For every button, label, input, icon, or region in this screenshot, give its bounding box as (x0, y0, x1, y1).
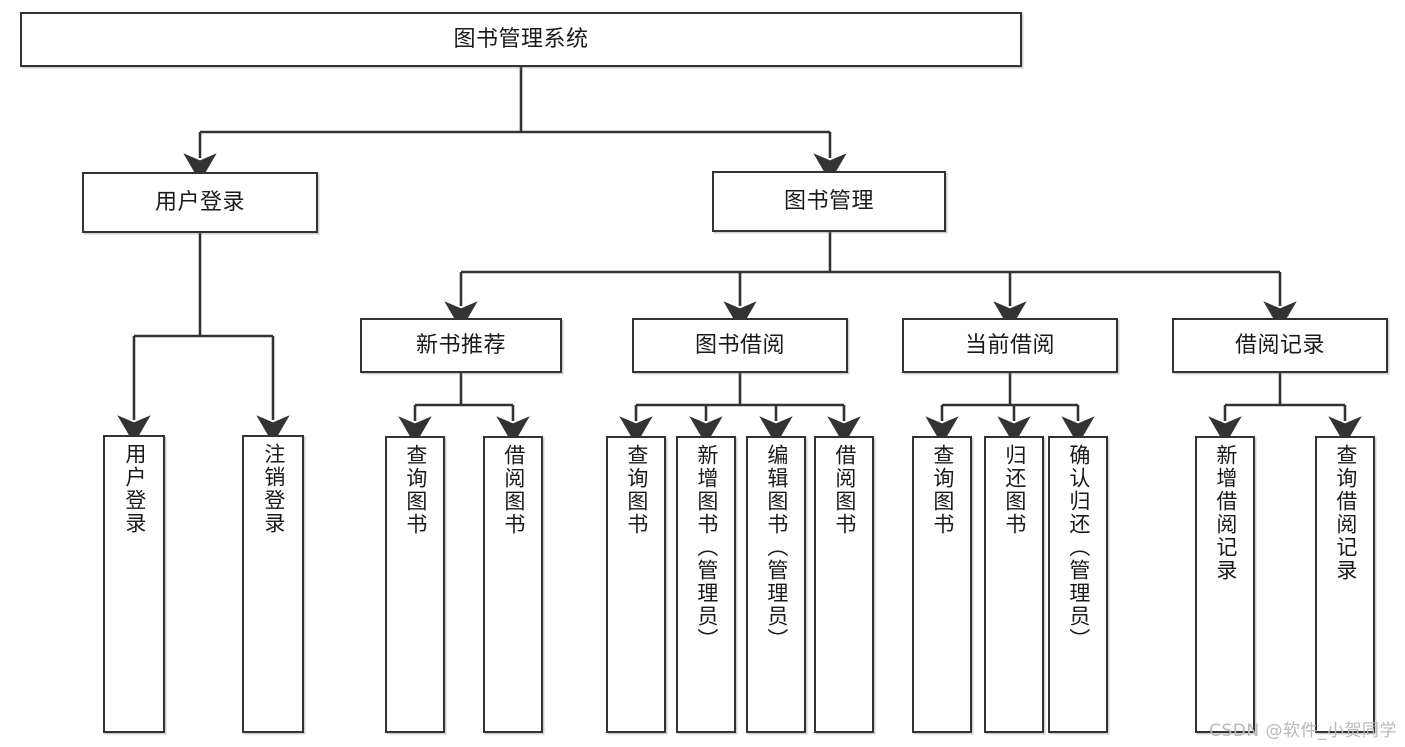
node-label: 查询图书 (930, 444, 955, 536)
node-label: 注销登录 (261, 443, 286, 535)
node-label: 当前借阅 (964, 332, 1055, 358)
leaf-book-borrow-3[interactable]: 编辑图书（管理员） (746, 436, 806, 733)
node-book-borrow[interactable]: 图书借阅 (632, 318, 848, 373)
node-label: 借阅图书 (832, 444, 857, 536)
node-label: 用户登录 (154, 189, 245, 215)
leaf-borrow-record-1[interactable]: 新增借阅记录 (1195, 436, 1255, 733)
node-label: 查询图书 (624, 444, 649, 536)
node-current-borrow[interactable]: 当前借阅 (902, 318, 1118, 373)
node-root-book-management-system[interactable]: 图书管理系统 (20, 12, 1022, 67)
node-label: 用户登录 (122, 443, 147, 535)
leaf-current-borrow-2[interactable]: 归还图书 (984, 436, 1044, 733)
node-borrow-record[interactable]: 借阅记录 (1172, 318, 1388, 373)
leaf-user-login-1[interactable]: 用户登录 (103, 435, 165, 733)
node-label: 查询图书 (403, 444, 428, 536)
node-label: 图书借阅 (694, 332, 785, 358)
node-label: 归还图书 (1002, 444, 1027, 536)
leaf-book-borrow-4[interactable]: 借阅图书 (814, 436, 874, 733)
node-label: 查询借阅记录 (1333, 444, 1358, 582)
node-new-book-recommend[interactable]: 新书推荐 (360, 318, 562, 373)
leaf-book-borrow-1[interactable]: 查询图书 (606, 436, 666, 733)
node-label: 图书管理 (783, 188, 874, 214)
leaf-current-borrow-3[interactable]: 确认归还（管理员） (1048, 436, 1108, 733)
node-label: 借阅图书 (501, 444, 526, 536)
leaf-new-book-recommend-2[interactable]: 借阅图书 (483, 436, 543, 733)
node-label: 新增借阅记录 (1213, 444, 1238, 582)
leaf-new-book-recommend-1[interactable]: 查询图书 (385, 436, 445, 733)
node-label: 确认归还（管理员） (1066, 444, 1091, 651)
leaf-book-borrow-2[interactable]: 新增图书（管理员） (676, 436, 736, 733)
leaf-borrow-record-2[interactable]: 查询借阅记录 (1315, 436, 1375, 733)
node-label: 图书管理系统 (453, 26, 589, 52)
watermark-text: CSDN @软件_小贺同学 (1209, 721, 1397, 741)
node-label: 新增图书（管理员） (694, 444, 719, 651)
node-label: 新书推荐 (415, 332, 506, 358)
node-label: 编辑图书（管理员） (764, 444, 789, 651)
node-label: 借阅记录 (1234, 332, 1325, 358)
leaf-current-borrow-1[interactable]: 查询图书 (912, 436, 972, 733)
node-book-management[interactable]: 图书管理 (712, 171, 946, 232)
leaf-user-login-2[interactable]: 注销登录 (242, 435, 304, 733)
node-user-login[interactable]: 用户登录 (82, 172, 318, 233)
